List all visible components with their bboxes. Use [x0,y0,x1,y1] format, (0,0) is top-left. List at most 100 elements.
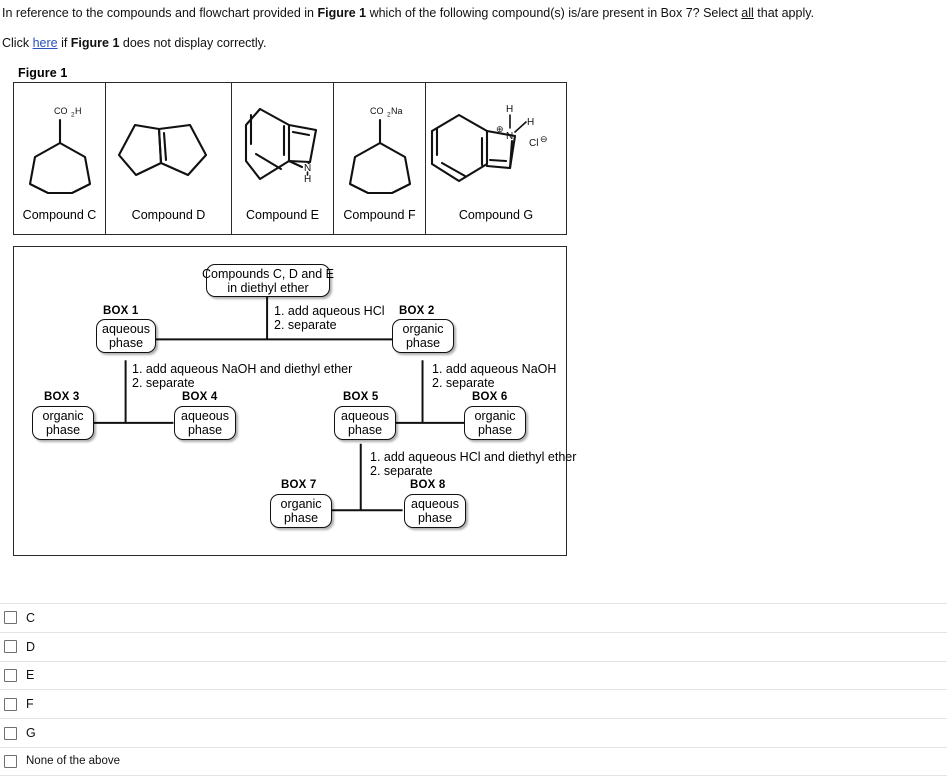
flowchart-panel: Compounds C, D and E in diethyl ether 1.… [13,246,576,556]
compound-cell-g: N ⊕ H H Cl ⊖ Compound G [426,83,566,234]
box-6-node: organic phase [464,406,526,440]
box-1-title: BOX 1 [103,305,139,317]
box-3-node: organic phase [32,406,94,440]
atom-label-f-na: Na [391,106,403,116]
option-label-d: D [26,639,36,654]
structure-compound-f: CO 2 Na [334,83,425,208]
note-text-part2: if [57,36,71,50]
box-6-title: BOX 6 [472,391,508,403]
box-4-line1: aqueous [181,409,229,423]
box-8-node: aqueous phase [404,494,466,528]
atom-label-e-n: N [304,163,311,174]
stem-text-part3: that apply. [753,6,815,20]
box-6-line2: phase [477,423,513,437]
charge-minus-g: ⊖ [540,134,548,144]
atom-label-g-h-right: H [527,117,534,128]
atom-label-c-sub2: 2 [71,111,75,118]
box-7-title: BOX 7 [281,479,317,491]
note-text-part3: does not display correctly. [119,36,267,50]
box-3-line1: organic [42,409,84,423]
stem-emphasis-all: all [741,6,754,20]
step-d-line2: 2. separate [370,464,433,478]
compound-cell-d: Compound D [106,83,232,234]
option-row-g[interactable]: G [0,718,947,747]
option-row-none-of-the-above[interactable]: None of the above [0,746,947,776]
checkbox-option-g[interactable] [4,726,17,740]
compound-label-e: Compound E [246,208,319,222]
compound-label-d: Compound D [131,208,206,222]
figure-fallback-link[interactable]: here [32,36,58,50]
atom-label-f-o: CO [370,106,384,116]
option-label-e: E [26,668,35,683]
compound-cell-e: N H Compound E [232,83,334,234]
box-2-line1: organic [402,322,444,336]
box-5-node: aqueous phase [334,406,396,440]
step-a-line2: 2. separate [274,318,337,332]
checkbox-option-e[interactable] [4,668,17,682]
option-label-f: F [26,697,34,712]
box-3-line2: phase [45,423,81,437]
box-7-node: organic phase [270,494,332,528]
box-7-line2: phase [283,511,319,525]
compound-label-c: Compound C [22,208,97,222]
box-6-line1: organic [474,409,516,423]
flowchart-connector-lines [93,296,465,512]
checkbox-option-c[interactable] [4,611,17,625]
answer-options-list: C D E F G None of the above [0,603,947,776]
step-d-line1: 1. add aqueous HCl and diethyl ether [370,450,577,464]
structure-compound-c: CO 2 H [14,83,105,208]
start-node-line2: in diethyl ether [227,280,309,295]
note-figure-ref: Figure 1 [70,36,120,50]
compound-structures-panel: CO 2 H Compound C Compound D [13,82,567,235]
figure-caption: Figure 1 [18,66,68,80]
option-row-c[interactable]: C [0,603,947,632]
atom-label-c-o: CO [54,106,68,116]
atom-label-e-h: H [304,174,311,185]
box-1-line2: phase [108,336,144,350]
box-1-node: aqueous phase [96,319,156,353]
box-8-title: BOX 8 [410,479,446,491]
structure-compound-e: N H [232,83,333,208]
box-4-node: aqueous phase [174,406,236,440]
charge-plus-g: ⊕ [496,124,504,134]
question-stem: In reference to the compounds and flowch… [2,5,942,21]
step-add-naoh-ether: 1. add aqueous NaOH and diethyl ether 2.… [132,362,352,390]
stem-text-part1: In reference to the compounds and flowch… [2,6,318,20]
step-add-hcl-ether: 1. add aqueous HCl and diethyl ether 2. … [370,450,576,478]
box-2-title: BOX 2 [399,305,435,317]
option-label-none: None of the above [26,755,120,768]
checkbox-option-none[interactable] [4,754,17,768]
structure-compound-d [106,83,231,208]
step-c-line2: 2. separate [432,376,495,390]
note-text-part1: Click [2,36,33,50]
atom-label-g-h-top: H [506,104,513,115]
flowchart-start-node: Compounds C, D and E in diethyl ether [202,264,334,297]
box-4-line2: phase [187,423,223,437]
display-note: Click here if Figure 1 does not display … [2,35,266,51]
option-row-e[interactable]: E [0,660,947,690]
atom-label-f-sub2: 2 [387,111,391,118]
box-1-line1: aqueous [102,322,150,336]
compound-cell-c: CO 2 H Compound C [14,83,106,234]
option-label-g: G [26,726,36,741]
box-2-node: organic phase [392,319,454,353]
box-5-line2: phase [347,423,383,437]
box-4-title: BOX 4 [182,391,218,403]
atom-label-c-h: H [75,106,82,116]
step-b-line2: 2. separate [132,376,195,390]
option-row-f[interactable]: F [0,689,947,718]
option-row-d[interactable]: D [0,631,947,661]
stem-text-part2: which of the following compound(s) is/ar… [366,6,742,20]
checkbox-option-d[interactable] [4,640,17,654]
step-a-line1: 1. add aqueous HCl [274,304,385,318]
checkbox-option-f[interactable] [4,697,17,711]
structure-compound-g: N ⊕ H H Cl ⊖ [426,83,566,208]
box-8-line2: phase [417,511,453,525]
step-b-line1: 1. add aqueous NaOH and diethyl ether [132,362,353,376]
atom-label-g-cl: Cl [529,138,538,149]
box-8-line1: aqueous [411,497,459,511]
box-5-title: BOX 5 [343,391,379,403]
atom-label-g-n: N [506,131,513,142]
compound-cell-f: CO 2 Na Compound F [334,83,426,234]
option-label-c: C [26,610,36,625]
